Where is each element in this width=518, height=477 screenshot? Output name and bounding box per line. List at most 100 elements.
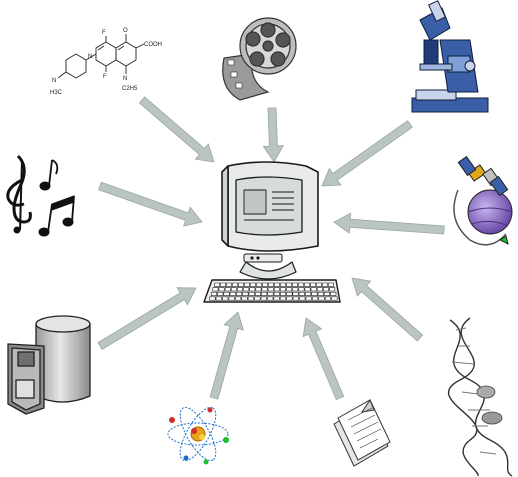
atom-f-top: F (102, 30, 106, 36)
keyboard-key (262, 282, 268, 287)
keyboard-key (324, 296, 332, 301)
keyboard-key (316, 282, 322, 287)
keyboard-key (298, 287, 305, 292)
keyboard-key (292, 282, 298, 287)
keyboard-key (230, 287, 237, 292)
keyboard-key (254, 296, 261, 301)
keyboard-key (329, 287, 336, 292)
atom-o: O (123, 28, 128, 34)
arrow-from-database-floppy (97, 287, 197, 350)
database-floppy-icon (7, 315, 91, 415)
keyboard-key (286, 291, 293, 296)
computer-terminal-icon (203, 161, 341, 303)
keyboard-key (214, 282, 220, 287)
keyboard-key (292, 287, 299, 292)
atom-icon (167, 406, 229, 465)
keyboard-key (254, 291, 261, 296)
keyboard-key (286, 282, 292, 287)
arrow-from-satellite-globe (333, 212, 445, 235)
keyboard-key (212, 287, 219, 292)
atom-n-left: N (88, 54, 92, 60)
keyboard-key (255, 287, 262, 292)
keyboard-key (247, 296, 255, 301)
keyboard-key (305, 291, 312, 296)
keyboard-key (273, 296, 280, 301)
keyboard-key (236, 291, 243, 296)
film-reel-icon (222, 17, 297, 101)
keyboard-key (237, 287, 243, 292)
arrow-from-atom (209, 311, 244, 400)
keyboard-key (209, 296, 216, 301)
keyboard-key (229, 291, 236, 296)
keyboard-key (304, 287, 311, 292)
keyboard-key (292, 296, 300, 301)
atom-f-bottom: F (103, 74, 107, 80)
microscope-icon (411, 0, 489, 113)
keyboard-key (279, 287, 286, 292)
keyboard-key (305, 296, 312, 301)
keyboard-key (267, 296, 274, 301)
keyboard-key (261, 291, 268, 296)
keyboard-key (322, 282, 328, 287)
keyboard-key (235, 296, 242, 301)
keyboard-key (298, 291, 305, 296)
music-notes-icon (6, 154, 75, 237)
keyboard-key (318, 296, 325, 301)
keyboard-key (223, 291, 230, 296)
keyboard-key (228, 296, 235, 301)
keyboard-key (311, 296, 319, 301)
keyboard-key (304, 282, 310, 287)
satellite-globe-icon (453, 155, 513, 246)
atom-n-piperazine: N (52, 78, 56, 84)
keyboard-key (242, 291, 249, 296)
arrow-from-music-notes (98, 181, 203, 227)
keyboard-key (267, 291, 274, 296)
keyboard-key (215, 296, 222, 301)
atom-h3c: H3C (50, 90, 63, 96)
arrow-from-dna-helix (351, 277, 424, 342)
atom-n-ring: N (123, 76, 127, 82)
keyboard-key (249, 287, 256, 292)
atom-cooh: COOH (144, 42, 162, 48)
keyboard-key (286, 287, 293, 292)
keyboard-key (317, 291, 324, 296)
keyboard-key (256, 282, 262, 287)
keyboard-key (298, 282, 304, 287)
keyboard-key (261, 287, 268, 292)
keyboard-key (241, 296, 248, 301)
keyboard-key (243, 287, 250, 292)
atom-c2h5: C2H5 (122, 86, 138, 92)
keyboard-key (280, 282, 286, 287)
keyboard-key (331, 296, 338, 301)
keyboard-key (292, 291, 299, 296)
keyboard-key (210, 291, 217, 296)
keyboard-key (273, 287, 280, 292)
keyboard-key (273, 291, 280, 296)
keyboard-key (310, 287, 317, 292)
keyboard-key (244, 282, 250, 287)
keyboard-key (260, 296, 267, 301)
keyboard-key (250, 282, 256, 287)
keyboard-key (274, 282, 280, 287)
keyboard-key (248, 291, 255, 296)
keyboard-key (311, 291, 318, 296)
keyboard-key (218, 287, 225, 292)
keyboard-key (224, 287, 231, 292)
keyboard-key (286, 296, 293, 301)
keyboard-key (217, 291, 224, 296)
keyboard-key (279, 296, 287, 301)
keyboard-key (330, 291, 337, 296)
keyboard-key (310, 282, 316, 287)
keyboard-key (222, 296, 229, 301)
keyboard-key (232, 282, 238, 287)
keyboard-key (328, 282, 334, 287)
keyboard-key (268, 282, 274, 287)
keyboard-key (279, 291, 287, 296)
arrows-group (97, 96, 445, 401)
chemical-structure-icon (57, 34, 145, 79)
chemical-labels: F O COOH N N F N H3C C2H5 (50, 28, 162, 96)
keyboard-key (323, 291, 331, 296)
dna-helix-icon (447, 317, 513, 477)
keyboard-key (299, 296, 306, 301)
